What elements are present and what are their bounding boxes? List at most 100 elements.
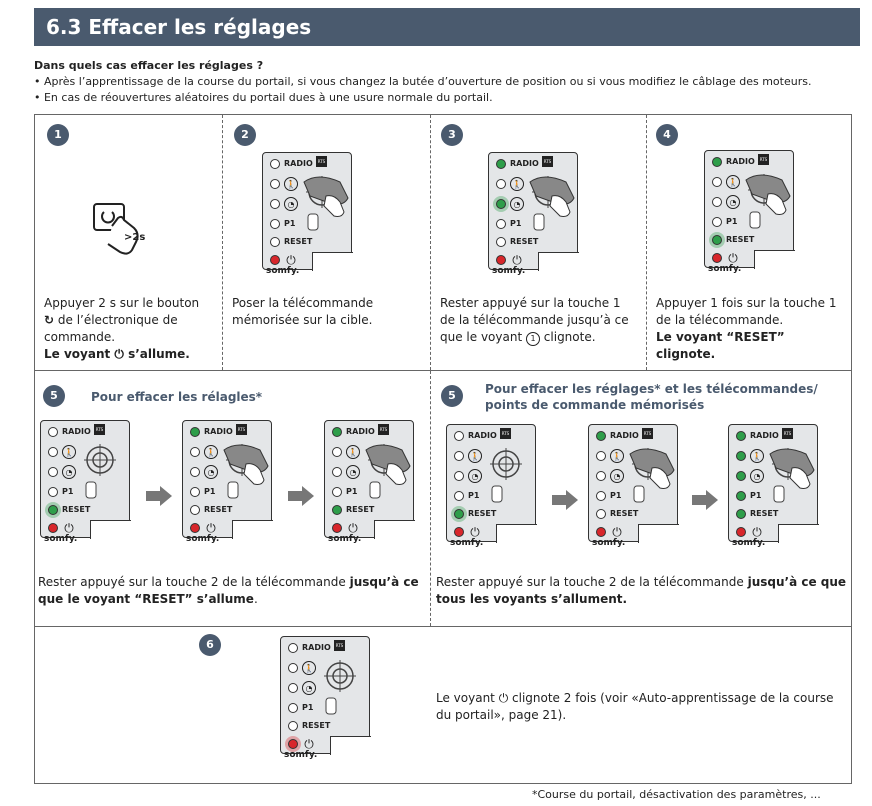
indicator-led bbox=[48, 487, 58, 497]
indicator-led bbox=[736, 509, 746, 519]
step-5a-badge: 5 bbox=[43, 385, 65, 407]
indicator-led bbox=[454, 509, 464, 519]
portal-icon: 1 bbox=[525, 332, 540, 346]
step-4-line-1: Appuyer 1 fois sur la touche 1 bbox=[656, 296, 837, 310]
somfy-logo: somfy. bbox=[186, 534, 220, 544]
step-1-line-4: Le voyant ⏻ s’allume. bbox=[44, 346, 222, 363]
divider-row-2 bbox=[34, 626, 852, 627]
indicator-led bbox=[288, 683, 298, 693]
remote-control-icon bbox=[529, 176, 575, 231]
pedestrian-icon: 🚶 bbox=[726, 175, 740, 189]
indicator-led bbox=[596, 527, 606, 537]
indicator-led bbox=[712, 235, 722, 245]
panel-label-reset: RESET bbox=[750, 509, 779, 518]
arrow-icon bbox=[146, 486, 174, 506]
divider-v2 bbox=[430, 115, 431, 370]
remote-control-icon bbox=[365, 444, 411, 499]
power-icon: ⏻ bbox=[304, 737, 314, 751]
remote-control-icon bbox=[629, 448, 675, 503]
step-5b-title-1: Pour effacer les réglages* et les téléco… bbox=[485, 382, 818, 396]
step-6-caption: Le voyant ⏻ clignote 2 fois (voir «Auto-… bbox=[436, 690, 856, 724]
panel-label-radio: RADIO bbox=[204, 427, 233, 436]
panel-background bbox=[446, 424, 536, 542]
power-icon: ⏻ bbox=[206, 521, 216, 535]
indicator-led bbox=[270, 219, 280, 229]
pedestrian-icon: 🚶 bbox=[750, 449, 764, 463]
indicator-led bbox=[332, 523, 342, 533]
rts-icon: RTS bbox=[236, 424, 247, 435]
panel-notch bbox=[330, 736, 371, 755]
step-1-badge: 1 bbox=[47, 124, 69, 146]
step-3-line-1: Rester appuyé sur la touche 1 bbox=[440, 296, 621, 310]
panel-label-reset: RESET bbox=[610, 509, 639, 518]
step-3-line-3: que le voyant 1 clignote. bbox=[440, 329, 640, 346]
indicator-led bbox=[596, 431, 606, 441]
target-icon bbox=[84, 444, 116, 499]
step-6-badge: 6 bbox=[199, 634, 221, 656]
portal-icon: ◔ bbox=[726, 195, 740, 209]
indicator-led bbox=[190, 467, 200, 477]
panel-notch bbox=[374, 520, 415, 539]
pedestrian-icon: 🚶 bbox=[610, 449, 624, 463]
power-icon: ⏻ bbox=[64, 521, 74, 535]
intro-bullet-1: • Après l’apprentissage de la course du … bbox=[34, 75, 812, 88]
indicator-led bbox=[712, 157, 722, 167]
indicator-led bbox=[190, 505, 200, 515]
hand-press-2s-icon: >2s bbox=[92, 198, 156, 256]
step-2-caption: Poser la télécommande mémorisée sur la c… bbox=[232, 295, 422, 329]
rts-icon: RTS bbox=[500, 428, 511, 439]
steps-frame bbox=[34, 114, 852, 784]
somfy-logo: somfy. bbox=[284, 750, 318, 760]
step-1-line-4a: Le voyant bbox=[44, 347, 115, 361]
step-5b-title-2: points de commande mémorisés bbox=[485, 398, 705, 412]
panel-label-reset: RESET bbox=[284, 237, 313, 246]
indicator-led bbox=[288, 739, 298, 749]
step-3-line-3a: que le voyant bbox=[440, 330, 526, 344]
rts-icon: RTS bbox=[542, 156, 553, 167]
panel-label-reset: RESET bbox=[62, 505, 91, 514]
indicator-led bbox=[190, 523, 200, 533]
indicator-led bbox=[190, 487, 200, 497]
panel-notch bbox=[778, 524, 819, 543]
panel-label-p1: P1 bbox=[750, 491, 762, 500]
pedestrian-icon: 🚶 bbox=[346, 445, 360, 459]
panel-notch bbox=[638, 524, 679, 543]
indicator-led bbox=[596, 451, 606, 461]
portal-icon: ◔ bbox=[62, 465, 76, 479]
panel-notch bbox=[538, 252, 579, 271]
step-5b-bold: jusqu’à ce que bbox=[747, 575, 847, 589]
indicator-led bbox=[270, 179, 280, 189]
power-icon: ⏻ bbox=[612, 525, 622, 539]
somfy-logo: somfy. bbox=[732, 538, 766, 548]
portal-icon: ◔ bbox=[302, 681, 316, 695]
indicator-led bbox=[496, 237, 506, 247]
pedestrian-icon: 🚶 bbox=[510, 177, 524, 191]
panel-notch bbox=[90, 520, 131, 539]
step-5a-bold: jusqu’à ce bbox=[349, 575, 419, 589]
indicator-led bbox=[288, 643, 298, 653]
somfy-logo: somfy. bbox=[266, 266, 300, 276]
indicator-led bbox=[454, 451, 464, 461]
step-4-caption: Appuyer 1 fois sur la touche 1 de la tél… bbox=[656, 295, 852, 363]
indicator-led bbox=[736, 431, 746, 441]
indicator-led bbox=[712, 197, 722, 207]
panel-label-reset: RESET bbox=[726, 235, 755, 244]
indicator-led bbox=[736, 451, 746, 461]
pedestrian-icon: 🚶 bbox=[302, 661, 316, 675]
divider-v1 bbox=[222, 115, 223, 370]
indicator-led bbox=[48, 505, 58, 515]
indicator-led bbox=[270, 255, 280, 265]
arrow-icon bbox=[288, 486, 316, 506]
step-6-line-2: du portail», page 21). bbox=[436, 708, 567, 722]
power-icon: ⏻ bbox=[728, 251, 738, 265]
step-5a-end: . bbox=[253, 592, 258, 606]
indicator-led bbox=[288, 663, 298, 673]
rts-icon: RTS bbox=[758, 154, 769, 165]
panel-notch bbox=[496, 524, 537, 543]
pedestrian-icon: 🚶 bbox=[62, 445, 76, 459]
